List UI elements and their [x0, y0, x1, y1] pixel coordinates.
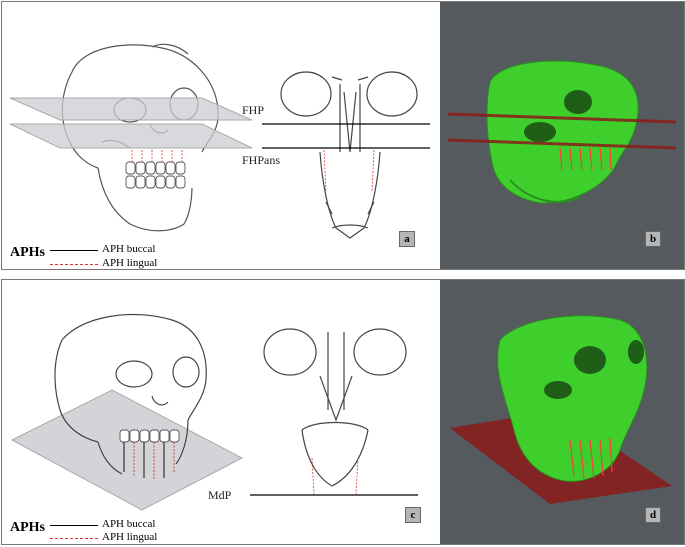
- frontal-aph-lines-bottom: [311, 457, 359, 495]
- green-skull-render-b: [447, 60, 677, 204]
- bottom-panel: MdP c APHs APH buccal APH lingual d: [1, 279, 685, 545]
- lateral-skull-drawing-bottom: [54, 313, 207, 475]
- badge-b: b: [645, 231, 661, 247]
- top-illustration: [9, 43, 430, 239]
- legend-lingual-label: APH lingual: [102, 257, 158, 269]
- legend-buccal-label: APH buccal: [102, 243, 156, 255]
- badge-a: a: [399, 231, 415, 247]
- legend-buccal-line: [50, 250, 98, 251]
- legend-lingual-line: [50, 264, 98, 265]
- fhp-label: FHP: [242, 103, 265, 117]
- legend-title-bottom: APHs: [10, 520, 45, 535]
- legend-lingual-label-bottom: APH lingual: [102, 531, 158, 543]
- legend-lingual-line-bottom: [50, 538, 98, 539]
- mdp-plane-lateral: [10, 389, 244, 511]
- fhpans-label: FHPans: [242, 153, 281, 167]
- lateral-teeth-bottom: [119, 429, 180, 443]
- fhpans-plane-lateral: [9, 123, 253, 149]
- legend-buccal-line-bottom: [50, 525, 98, 526]
- frontal-skull-drawing-bottom: [263, 328, 407, 487]
- badge-d: d: [645, 507, 661, 523]
- bottom-illustration: [10, 313, 418, 511]
- fhp-plane-lateral: [9, 97, 253, 121]
- badge-c: c: [405, 507, 421, 523]
- green-skull-render-d: [450, 315, 672, 504]
- frontal-skull-drawing: [280, 71, 418, 239]
- lateral-teeth: [125, 161, 186, 189]
- lateral-aph-lines: [131, 150, 183, 162]
- frontal-aph-lines: [323, 149, 375, 193]
- mdp-label: MdP: [208, 488, 232, 502]
- legend-title: APHs: [10, 245, 45, 260]
- legend-buccal-label-bottom: APH buccal: [102, 518, 156, 530]
- top-panel: FHP FHPans a APHs APH buccal APH lingual…: [1, 1, 685, 270]
- lateral-aph-lines-bottom: [123, 442, 175, 480]
- render-b: b: [440, 2, 684, 269]
- render-d: d: [440, 280, 684, 544]
